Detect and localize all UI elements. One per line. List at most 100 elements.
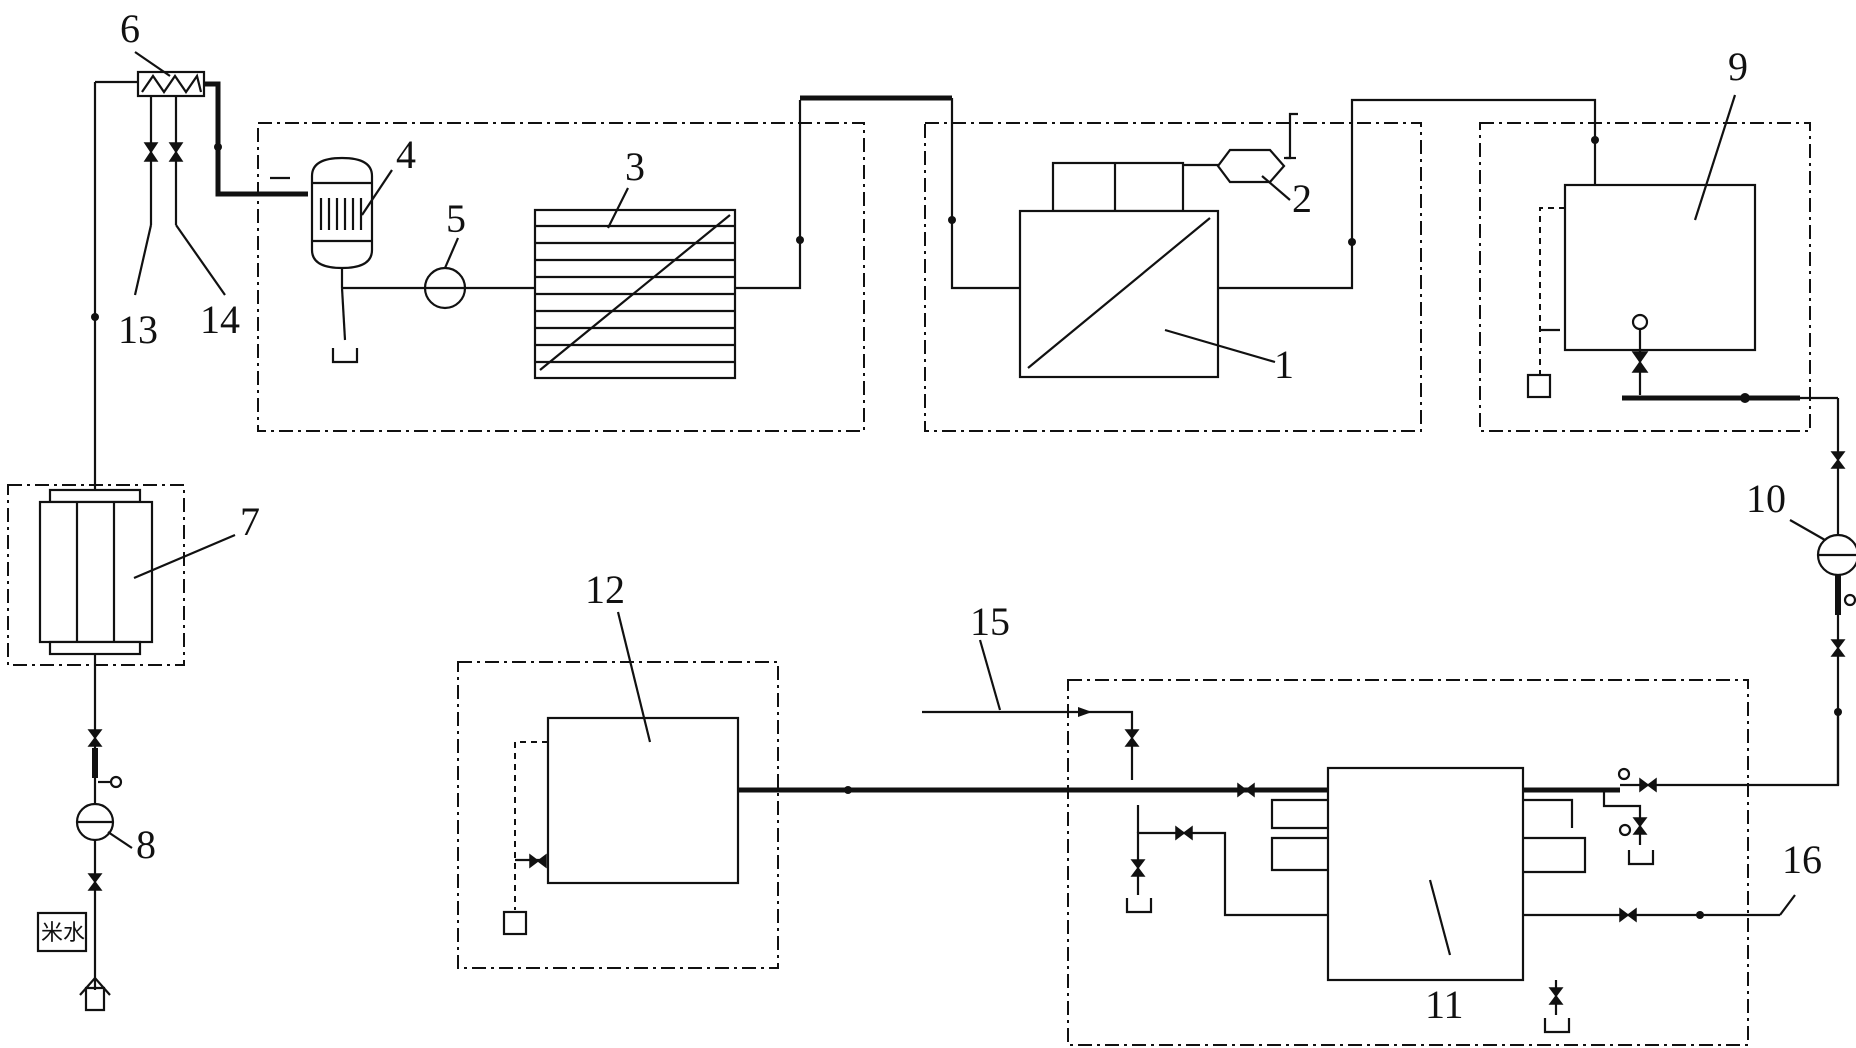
arrow-icon xyxy=(1078,707,1092,717)
pipe-hx6-to-tank4 xyxy=(204,81,308,197)
label-2: 2 xyxy=(1292,176,1312,221)
tank-9 xyxy=(1563,183,1757,352)
source-box-text: 米水 xyxy=(41,920,85,945)
leader-11 xyxy=(1428,879,1452,956)
drain-icon xyxy=(1627,850,1655,866)
inlet-arrow-icon xyxy=(79,976,111,1012)
source-box xyxy=(36,911,88,953)
pipe-left-thick-segment xyxy=(92,748,98,778)
pipe-unit11-left-loop xyxy=(1270,798,1328,830)
enclosure-reactor-group xyxy=(257,122,865,432)
leader-5 xyxy=(443,237,460,269)
label-6: 6 xyxy=(120,6,140,51)
pipe-to-unit11-inlet xyxy=(1700,712,1840,787)
gauge-icon xyxy=(1843,593,1856,607)
valve-icon xyxy=(87,873,103,891)
leader-2 xyxy=(1261,175,1291,201)
valve-icon xyxy=(1548,987,1564,1005)
leader-15 xyxy=(978,639,1002,711)
pipe-node xyxy=(844,786,852,794)
pipe-into-unit1 xyxy=(950,98,1020,290)
label-3: 3 xyxy=(625,144,645,189)
valve-icon xyxy=(1124,729,1140,747)
label-12: 12 xyxy=(585,567,625,612)
label-13: 13 xyxy=(118,307,158,352)
pipe-unit11-left-branch xyxy=(1136,831,1328,917)
leader-7 xyxy=(133,533,236,580)
valve-icon xyxy=(87,729,103,747)
label-16: 16 xyxy=(1782,837,1822,882)
valve-icon xyxy=(1619,907,1637,923)
compressor-2-icon xyxy=(1216,148,1286,184)
pipe-unit1-to-tank9 xyxy=(1218,98,1597,290)
leader-4 xyxy=(361,169,393,216)
label-11: 11 xyxy=(1425,982,1464,1027)
valve-icon xyxy=(529,853,547,869)
tank-12-level-line xyxy=(514,741,548,910)
pipe-unit11-right-loop-2 xyxy=(1523,836,1587,874)
leader-12 xyxy=(616,611,652,743)
pipe-node xyxy=(1696,911,1704,919)
valve-icon xyxy=(1631,351,1649,373)
valve-icon xyxy=(1830,639,1846,657)
gauge-icon xyxy=(1617,767,1631,781)
tank-9-sample-icon xyxy=(1526,373,1552,399)
pipe-13-end xyxy=(133,224,153,296)
unit-2-vent xyxy=(1286,112,1298,160)
label-10: 10 xyxy=(1746,476,1786,521)
drain-icon xyxy=(1543,1018,1571,1034)
valve-icon xyxy=(1237,782,1255,798)
gauge-icon xyxy=(109,775,123,789)
enclosure-unit-11 xyxy=(1067,679,1749,1046)
pipe-node xyxy=(796,236,804,244)
valve-icon xyxy=(1632,817,1648,835)
drain-pipe xyxy=(340,287,347,341)
label-14: 14 xyxy=(200,297,240,342)
valve-icon xyxy=(168,142,184,162)
unit-3-plates xyxy=(535,214,735,371)
leader-10 xyxy=(1789,519,1826,541)
valve-icon xyxy=(1639,777,1657,793)
pipe-unit11-left-loop-2 xyxy=(1270,836,1328,872)
pipe-node xyxy=(91,313,99,321)
pipe-node xyxy=(1348,238,1356,246)
leader-3 xyxy=(607,187,629,229)
pipe-node xyxy=(1591,136,1599,144)
label-8: 8 xyxy=(136,822,156,867)
drain-icon xyxy=(1125,898,1153,914)
pipe-node xyxy=(214,143,222,151)
gauge-icon xyxy=(1618,823,1632,837)
unit-11 xyxy=(1326,766,1525,982)
label-7: 7 xyxy=(240,499,260,544)
pipe-15 xyxy=(922,710,1134,780)
pipe-unit11-right-loop xyxy=(1523,798,1574,828)
label-1: 1 xyxy=(1274,342,1294,387)
tank-12-sample-icon xyxy=(502,910,528,936)
enclosure-unit-12 xyxy=(457,661,779,969)
leader-16 xyxy=(1779,894,1796,916)
hx6-coil-icon xyxy=(141,73,203,94)
label-5: 5 xyxy=(446,196,466,241)
unit-7-top-cap xyxy=(48,488,142,504)
label-15: 15 xyxy=(970,599,1010,644)
label-9: 9 xyxy=(1728,44,1748,89)
unit-7-bottom-cap xyxy=(48,640,142,656)
unit-7-body xyxy=(38,500,154,644)
tank-4-internals xyxy=(319,198,363,230)
leader-9 xyxy=(1693,94,1737,221)
tank-12 xyxy=(546,716,740,885)
leader-1 xyxy=(1164,328,1276,364)
pipe-node xyxy=(948,216,956,224)
pipe-right-thick xyxy=(1835,575,1841,615)
enclosure-unit-9 xyxy=(1479,122,1811,432)
pipe-14-end xyxy=(175,224,226,296)
pipe-node xyxy=(1740,393,1750,403)
unit-1-diagonal xyxy=(1027,217,1211,369)
enclosure-unit-1 xyxy=(924,122,1422,432)
valve-icon xyxy=(1175,825,1193,841)
label-4: 4 xyxy=(396,132,416,177)
pipe-unit3-to-unit1 xyxy=(735,100,802,290)
valve-icon xyxy=(1130,859,1146,877)
